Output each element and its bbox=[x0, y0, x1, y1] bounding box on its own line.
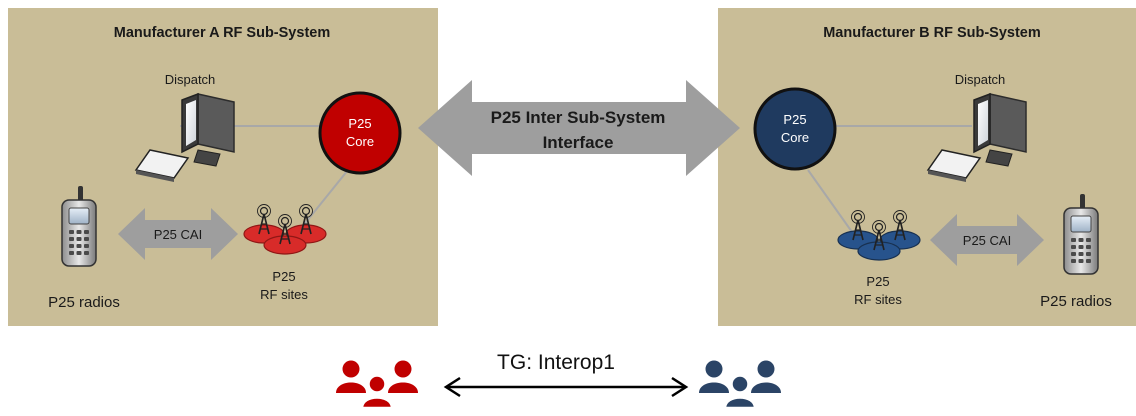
cai-label-b: P25 CAI bbox=[963, 233, 1011, 248]
rf-sites-a-line1: P25 bbox=[272, 269, 295, 284]
dispatch-label-a: Dispatch bbox=[165, 72, 216, 87]
issi-label-line2: Interface bbox=[543, 133, 614, 152]
rf-sites-a-icon bbox=[243, 203, 327, 255]
radios-label-b: P25 radios bbox=[1040, 293, 1112, 310]
rf-sites-a-line2: RF sites bbox=[260, 287, 308, 302]
rf-sites-b-line2: RF sites bbox=[854, 292, 902, 307]
core-b-label-line2: Core bbox=[781, 130, 809, 145]
cai-arrow-b bbox=[930, 214, 1044, 266]
cai-label-a: P25 CAI bbox=[154, 227, 202, 242]
cai-arrow-a bbox=[118, 208, 238, 260]
subsystem-a-panel: Manufacturer A RF Sub-System Dispatch P2… bbox=[8, 8, 438, 326]
issi-label-line1: P25 Inter Sub-System bbox=[491, 108, 666, 127]
core-b-label-line1: P25 bbox=[783, 112, 806, 127]
core-a-label-line2: Core bbox=[346, 134, 374, 149]
talkgroup-link-arrow bbox=[443, 376, 689, 398]
core-sites-link-b bbox=[807, 169, 853, 233]
rf-sites-b-line1: P25 bbox=[866, 274, 889, 289]
core-a-label-line1: P25 bbox=[348, 116, 371, 131]
issi-arrow: P25 Inter Sub-System Interface bbox=[418, 80, 740, 176]
core-sites-link-a bbox=[297, 169, 349, 233]
subsystem-b-title: Manufacturer B RF Sub-System bbox=[823, 25, 1041, 41]
talkgroup-label: TG: Interop1 bbox=[497, 351, 615, 374]
core-b-circle bbox=[753, 87, 837, 171]
core-a-circle bbox=[318, 91, 402, 175]
subsystem-b-panel: Manufacturer B RF Sub-System Dispatch P2… bbox=[718, 8, 1136, 326]
talkgroup-a-icon bbox=[336, 360, 418, 410]
radios-label-a: P25 radios bbox=[48, 294, 120, 311]
rf-sites-b-icon bbox=[837, 209, 921, 261]
talkgroup-b-icon bbox=[699, 360, 781, 410]
subsystem-a-title: Manufacturer A RF Sub-System bbox=[114, 25, 330, 41]
dispatch-label-b: Dispatch bbox=[955, 72, 1006, 87]
